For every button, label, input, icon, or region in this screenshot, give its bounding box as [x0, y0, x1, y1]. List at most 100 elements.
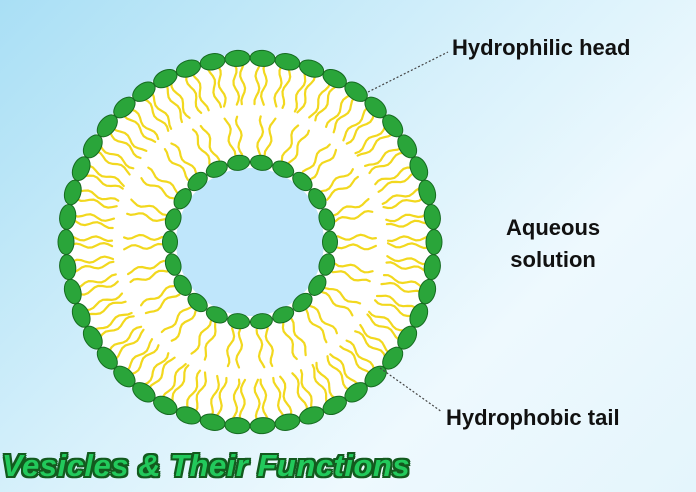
- outer-lipid-tail: [130, 108, 160, 141]
- inner-lipid-tail: [309, 305, 338, 335]
- inner-lipid-tail: [323, 287, 362, 305]
- hydrophilic-head-label: Hydrophilic head: [452, 35, 631, 60]
- outer-lipid-tail: [354, 330, 387, 359]
- inner-lipid-tail: [147, 166, 179, 194]
- inner-lipid-tail: [334, 262, 374, 274]
- outer-lipid-tail: [151, 92, 173, 130]
- inner-lipid-tail: [310, 148, 338, 180]
- inner-lipid-tail: [290, 318, 307, 357]
- outer-lipid-tail: [194, 371, 208, 413]
- inner-lipid-tail: [170, 310, 197, 342]
- inner-lipid-tail: [140, 285, 175, 307]
- vesicle-membrane: [57, 49, 443, 435]
- outer-lipid-tail: [308, 81, 331, 119]
- outer-lipid-tail: [78, 189, 120, 202]
- inner-hydrophilic-head: [164, 208, 182, 231]
- inner-lipid-tail: [256, 115, 265, 156]
- inner-lipid-tail: [163, 148, 189, 181]
- outer-lipid-tail: [386, 235, 429, 243]
- outer-lipid-tail: [71, 235, 114, 243]
- outer-lipid-tail: [253, 378, 261, 421]
- inner-lipid-tail: [305, 308, 328, 344]
- inner-lipid-tail: [199, 124, 221, 161]
- outer-lipid-tail: [342, 106, 369, 142]
- aqueous-label-line2: solution: [510, 247, 596, 272]
- outer-lipid-tail: [354, 125, 387, 155]
- inner-lipid-tail: [126, 212, 167, 223]
- outer-lipid-tail: [385, 213, 427, 223]
- outer-lipid-tail: [123, 115, 157, 143]
- inner-hydrophilic-head: [272, 306, 295, 324]
- outer-lipid-tail: [386, 255, 428, 266]
- outer-lipid-tail: [329, 353, 359, 385]
- outer-lipid-tail: [206, 67, 223, 109]
- outer-lipid-tail: [239, 62, 247, 106]
- inner-hydrophilic-head: [322, 230, 338, 254]
- inner-hydrophilic-head: [173, 274, 192, 296]
- outer-lipid-tail: [215, 376, 228, 418]
- inner-lipid-tail: [336, 243, 377, 251]
- inner-lipid-tail: [170, 142, 197, 174]
- outer-lipid-tail: [374, 166, 413, 186]
- outer-lipid-tail: [366, 313, 400, 341]
- outer-lipid-tail: [232, 63, 241, 106]
- inner-lipid-tail: [223, 117, 237, 157]
- outer-lipid-tail: [142, 352, 170, 386]
- outer-lipid-tail: [325, 93, 352, 128]
- outer-lipid-tail: [185, 74, 203, 114]
- inner-hydrophilic-head: [292, 171, 313, 192]
- outer-lipid-tail: [382, 197, 424, 210]
- outer-lipid-tail: [76, 198, 118, 209]
- outer-lipid-tail: [231, 378, 241, 421]
- inner-lipid-tail: [321, 291, 354, 317]
- aqueous-core: [176, 168, 324, 316]
- inner-lipid-tail: [281, 322, 298, 361]
- outer-lipid-tail: [356, 133, 393, 157]
- inner-hydrophilic-head: [308, 274, 327, 296]
- outer-lipid-tail: [126, 338, 154, 372]
- inner-lipid-tail: [123, 233, 164, 242]
- inner-hydrophilic-head: [227, 154, 251, 171]
- inner-lipid-tail: [203, 321, 217, 361]
- outer-lipid-tail: [368, 310, 406, 332]
- outer-lipid-tail: [170, 81, 191, 119]
- outer-lipid-tail: [161, 363, 187, 399]
- outer-lipid-tail: [381, 187, 421, 205]
- inner-lipid-tail: [326, 175, 359, 201]
- outer-lipid-tail: [99, 144, 135, 170]
- outer-hydrophilic-head: [423, 203, 441, 230]
- inner-hydrophilic-head: [164, 253, 182, 276]
- hydrophobic-tail-label: Hydrophobic tail: [446, 405, 620, 430]
- outer-lipid-tail: [142, 98, 170, 132]
- inner-hydrophilic-head: [162, 230, 178, 254]
- inner-lipid-tail: [130, 198, 168, 216]
- inner-hydrophilic-head: [173, 188, 192, 210]
- inner-lipid-tail: [226, 327, 236, 368]
- inner-lipid-tail: [144, 293, 181, 315]
- outer-lipid-tail: [380, 281, 422, 293]
- outer-lipid-tail: [108, 130, 142, 160]
- outer-lipid-tail: [210, 374, 220, 417]
- outer-hydrophilic-head: [57, 229, 75, 255]
- inner-lipid-tail: [334, 209, 374, 223]
- outer-lipid-tail: [386, 242, 429, 250]
- outer-lipid-tail: [72, 218, 114, 230]
- hydrophobic-tail-leader-line: [379, 367, 443, 413]
- outer-lipid-tail: [364, 146, 403, 167]
- footer-title: Vesicles & Their Functions: [2, 448, 411, 483]
- inner-lipid-tail: [190, 319, 212, 355]
- inner-lipid-tail: [264, 327, 274, 368]
- outer-lipid-tail: [95, 150, 131, 176]
- outer-lipid-tail: [108, 325, 143, 353]
- inner-lipid-tail: [301, 143, 331, 173]
- inner-lipid-tail: [263, 117, 277, 157]
- aqueous-label-line1: Aqueous: [506, 215, 601, 240]
- outer-lipid-tail: [374, 299, 413, 318]
- outer-lipid-tail: [368, 151, 406, 175]
- outer-lipid-tail: [385, 261, 427, 273]
- outer-lipid-tail: [311, 363, 328, 404]
- outer-lipid-tail: [359, 323, 391, 355]
- inner-lipid-tail: [280, 124, 300, 162]
- outer-lipid-tail: [377, 171, 416, 193]
